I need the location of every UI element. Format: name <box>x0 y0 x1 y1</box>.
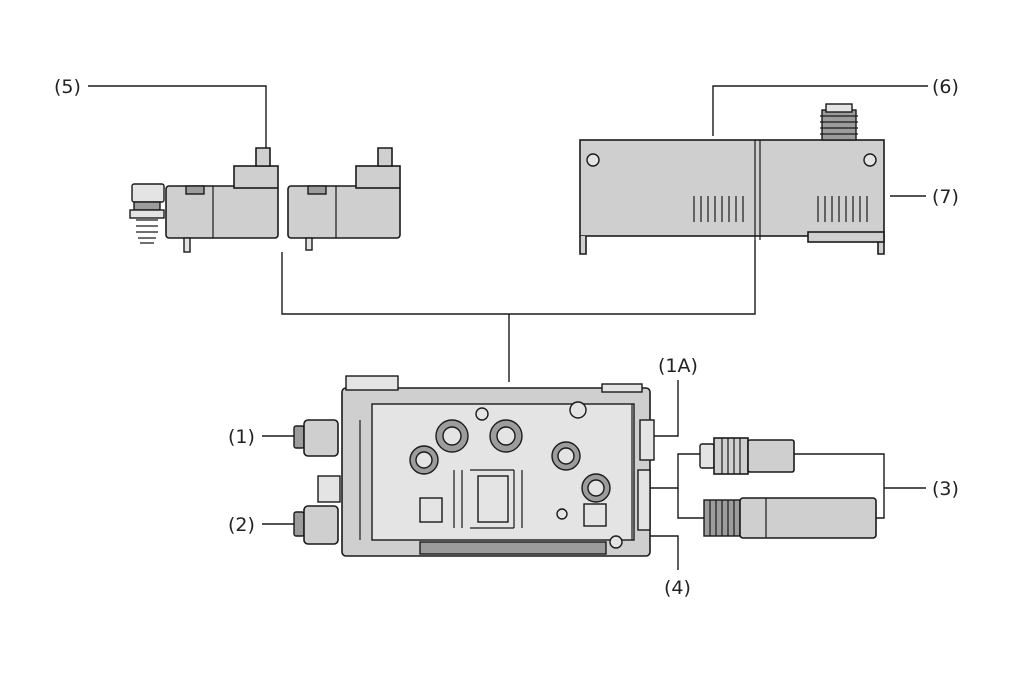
callout-2: (2) <box>228 514 255 536</box>
callout-6: (6) <box>932 76 959 98</box>
callout-4: (4) <box>664 577 691 599</box>
leader-3b <box>677 488 704 519</box>
callout-3: (3) <box>932 478 959 500</box>
leader-3 <box>650 453 700 489</box>
leader-lines <box>88 85 928 570</box>
callout-1a: (1A) <box>658 355 698 377</box>
leader-5 <box>88 85 267 148</box>
callout-5: (5) <box>54 76 81 98</box>
solenoid-coils <box>129 147 401 253</box>
leader-4 <box>650 535 679 570</box>
callout-labels: (5) (6) (7) (1A) (1) (2) (3) (4) <box>54 76 959 599</box>
leader-6 <box>712 85 928 136</box>
cover-assembly <box>579 103 885 255</box>
callout-7: (7) <box>932 186 959 208</box>
leader-3c <box>794 453 885 519</box>
push-in-fittings <box>293 419 341 545</box>
valve-base-body <box>341 375 655 557</box>
callout-1: (1) <box>228 426 255 448</box>
cartridges <box>699 437 877 539</box>
connector-to-base <box>281 240 756 315</box>
leader-1a <box>652 380 679 437</box>
